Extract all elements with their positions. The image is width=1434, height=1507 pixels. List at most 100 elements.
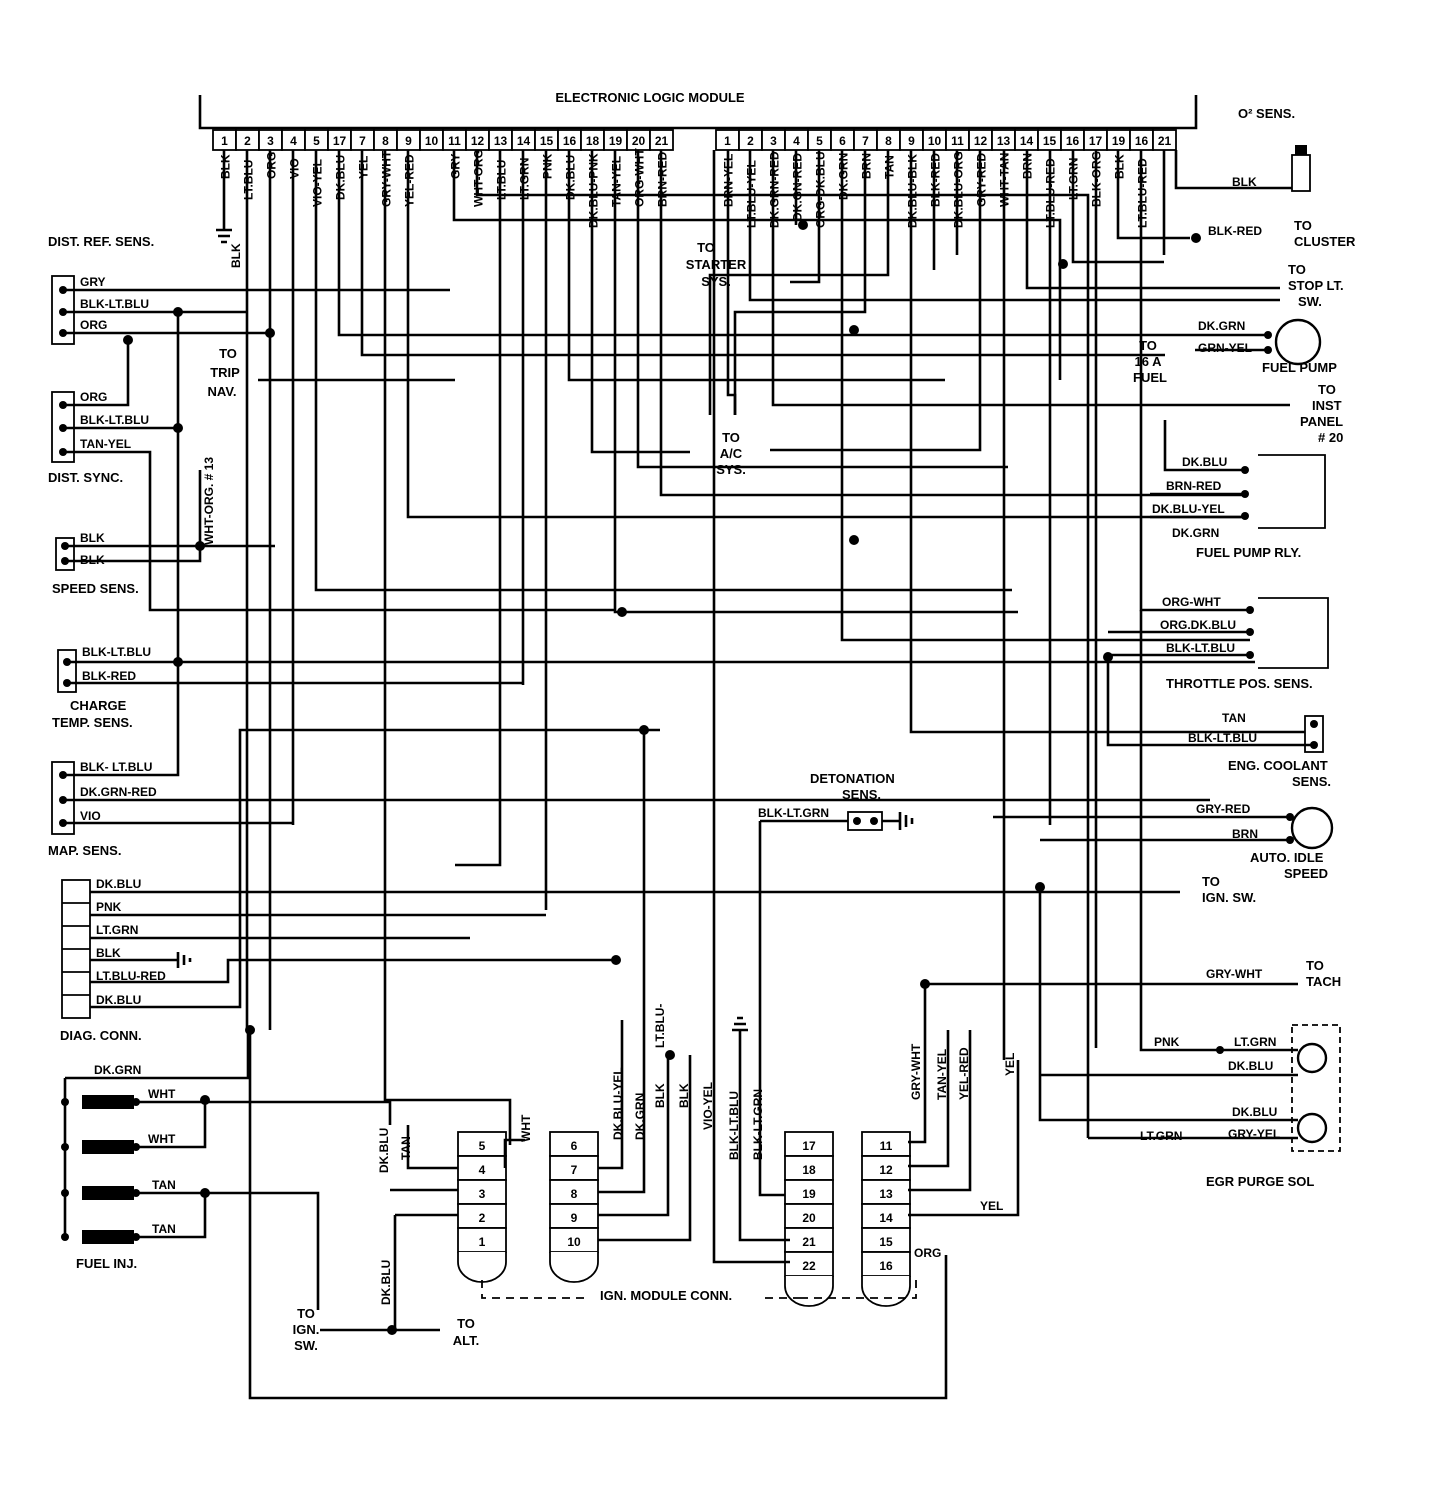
egr-wire-2: LT.GRN [1234,1035,1276,1049]
module-left-pin-number: 11 [448,134,461,148]
ign-a-terminal-number: 3 [479,1187,486,1201]
fuel-inj: DK.GRN WHT WHT TAN TAN FUEL INJ. [61,1030,392,1310]
ign-c-wire-1: BLK-LT.BLU [727,1091,741,1160]
fuel-inj-top-wire: DK.GRN [94,1063,141,1077]
module-left-pin-number: 3 [267,134,274,148]
tach-ref: GRY-WHT TO TACH [925,958,1341,989]
module-right-pin: 3 [761,129,786,151]
module-left-wire-label: YEL-RED [403,154,417,207]
ign-d-terminal: 12 [861,1155,911,1181]
module-left-pin-number: 21 [655,134,669,148]
module-ground: BLK [216,228,243,268]
module-left-wire-label: DK.BLU [564,155,578,200]
egr-wire-1: PNK [1154,1035,1180,1049]
dist-ref-wire-1: GRY [80,275,106,289]
detonation-sens: DETONATION SENS. BLK-LT.GRN [758,771,914,1197]
ign-a-terminal-number: 1 [479,1235,486,1249]
module-right-pin-number: 10 [928,134,942,148]
ign-d-wire-6: ORG [914,1246,941,1260]
module-right-pin: 16 [1129,129,1154,151]
dist-ref-sens-label: DIST. REF. SENS. [48,234,154,249]
ign-d-terminal-number: 15 [879,1235,893,1249]
ac-ref: TO A/C SYS. [716,430,746,477]
egr-purge-sol: PNK LT.GRN DK.BLU DK.BLU LT.GRN GRY-YEL … [1038,610,1341,1189]
egr-label: EGR PURGE SOL [1206,1174,1314,1189]
module-left-pin: 18 [580,129,605,151]
injector-3 [61,1186,140,1200]
module-left-pin-number: 20 [632,134,646,148]
module-right-pin: 19 [1106,129,1131,151]
module-left-wire-label: TAN-YEL [610,156,624,207]
module-left-wire-label: VIO [288,158,302,179]
module-left-pin: 14 [511,129,536,151]
trip-nav-ref: TO TRIP NAV. WHT-ORG. # 13 [202,346,455,545]
ign-a-wire-1: DK.BLU [377,1128,391,1173]
coolant-label-2: SENS. [1292,774,1331,789]
map-sens: BLK- LT.BLU DK.GRN-RED VIO MAP. SENS. [48,312,1210,858]
ign-c-terminal: 21 [784,1227,834,1253]
module-right-wire-label: DK.BLU-ORG [952,151,966,228]
module-right-pin: 1 [715,129,740,151]
tach-line-2: TACH [1306,974,1341,989]
module-right-pin: 12 [968,129,993,151]
ign-b-terminal: 6 [549,1131,599,1157]
dist-sync-label: DIST. SYNC. [48,470,123,485]
ign-a-terminal-number: 4 [479,1163,486,1177]
trip-nav-line-2: TRIP [210,365,240,380]
trip-nav-line-3: NAV. [208,384,237,399]
module-right-pin-number: 2 [747,134,754,148]
inst-panel-line-4: # 20 [1318,430,1343,445]
cluster-line-2: CLUSTER [1294,234,1356,249]
ign-d-wire-4: YEL [1003,1053,1017,1076]
module-left-pin-number: 18 [586,134,600,148]
ign-d-terminal: 16 [861,1251,911,1277]
module-left-pin-number: 13 [494,134,508,148]
stop-lt-line-1: TO [1288,262,1306,277]
charge-temp-label-2: TEMP. SENS. [52,715,133,730]
ign-d-wire-2: TAN-YEL [935,1049,949,1100]
fuel-inj-label: FUEL INJ. [76,1256,137,1271]
module-right-wire-label: DK.BLU-BLK [906,154,920,228]
tach-wire: GRY-WHT [1206,967,1263,981]
fuel-16a-line-3: FUEL [1133,370,1167,385]
module-left-pin: 20 [626,129,651,151]
ign-a-wire-3: WHT [519,1114,533,1142]
ign-c-wire-2: BLK-LT.GRN [751,1089,765,1160]
starter-line-3: SYS. [701,274,731,289]
egr-wire-4: DK.BLU [1232,1105,1277,1119]
map-sens-wire-3: VIO [80,809,101,823]
auto-idle-wire-1: GRY-RED [1196,802,1251,816]
module-right-pin-number: 21 [1158,134,1172,148]
auto-idle-speed: GRY-RED BRN AUTO. IDLE SPEED [993,802,1334,881]
module-right-wire-label: GRY-RED [975,152,989,207]
trip-nav-line-1: TO [219,346,237,361]
dist-sync: ORG BLK-LT.BLU TAN-YEL DIST. SYNC. [48,340,616,612]
ign-sw-right-ref: TO IGN. SW. [1202,874,1256,905]
ac-line-3: SYS. [716,462,746,477]
ign-a-terminal: 4 [457,1155,507,1181]
ign-alt-wire: DK.BLU [379,1260,393,1305]
ign-c-terminal-number: 18 [802,1163,816,1177]
ign-d-terminal-number: 16 [879,1259,893,1273]
speed-sens-label: SPEED SENS. [52,581,139,596]
ign-b-terminal-number: 6 [571,1139,578,1153]
ign-c-terminal: 22 [784,1251,834,1277]
module-left-pin-number: 2 [244,134,251,148]
tps-wire-3: BLK-LT.BLU [1166,641,1235,655]
module-right-pin-number: 13 [997,134,1011,148]
module-left-pin-number: 14 [517,134,531,148]
ign-b-terminal-number: 7 [571,1163,578,1177]
module-left-pin: 4 [281,129,306,151]
ign-sw-right-line-2: IGN. SW. [1202,890,1256,905]
fuel-inj-wire-3: TAN [152,1178,176,1192]
module-right-pin-number: 4 [793,134,800,148]
dist-ref-wire-2: BLK-LT.BLU [80,297,149,311]
module-right-pin-number: 1 [724,134,731,148]
module-right-pin: 7 [853,129,878,151]
module-left-pin: 12 [465,129,490,151]
module-right-pin-number: 7 [862,134,869,148]
alt-ref: TO ALT. [453,1316,479,1348]
ign-b-wire-5: BLK [677,1083,691,1108]
